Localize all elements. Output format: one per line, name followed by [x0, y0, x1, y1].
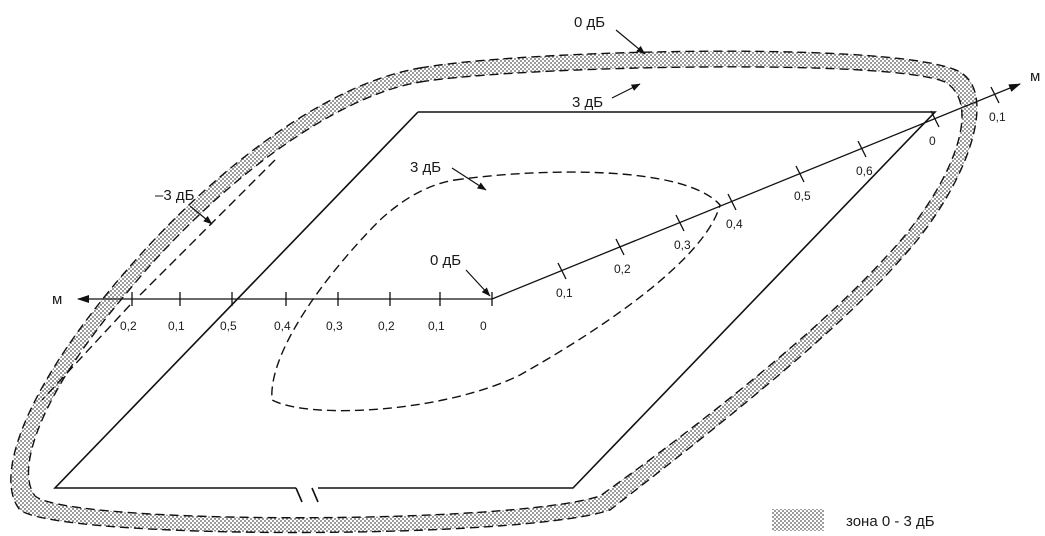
leader-inner-3db	[451, 167, 487, 191]
right-axis	[491, 83, 1021, 300]
right-axis-tick	[675, 214, 685, 232]
outer-contour-3db	[27, 66, 963, 519]
contour-minus3db-upper	[139, 159, 276, 296]
leader-outer-0db	[615, 29, 646, 55]
right-axis-tick	[615, 238, 625, 256]
label-inner-0db: 0 дБ	[430, 252, 461, 269]
right-axis-tick-label: 0,4	[726, 217, 743, 231]
left-axis-tick-label: 0,3	[326, 319, 343, 333]
left-axis-unit: м	[52, 291, 62, 308]
label-inner-3db: 3 дБ	[410, 159, 441, 176]
right-axis-tick-label: 0,1	[989, 110, 1006, 124]
right-axis-tick	[795, 165, 805, 183]
label-minus3db: –3 дБ	[155, 187, 195, 204]
legend-swatch	[772, 509, 824, 531]
right-axis-tick-label: 0,6	[856, 164, 873, 178]
left-axis-tick-label: 0,4	[274, 319, 291, 333]
right-axis-tick	[857, 140, 867, 158]
outer-zone-band	[10, 51, 977, 533]
left-axis-tick-label: 0,2	[378, 319, 395, 333]
room-break-mark-2	[311, 487, 319, 503]
left-axis-tick-label: 0,2	[120, 319, 137, 333]
left-axis-tick-label: 0	[480, 319, 487, 333]
right-axis-tick	[727, 193, 737, 211]
left-axis-tick-label: 0,1	[168, 319, 185, 333]
leader-inner-0db	[465, 269, 491, 297]
right-axis-tick	[557, 262, 567, 280]
right-axis-tick-label: 0,2	[614, 262, 631, 276]
right-axis-tick	[990, 86, 1000, 104]
label-outer-3db: 3 дБ	[572, 94, 603, 111]
left-axis-tick-label: 0,1	[428, 319, 445, 333]
contour-minus3db-lower	[41, 304, 131, 401]
outer-contour-0db	[10, 50, 978, 534]
right-axis-ticks: 0,1 0,2 0,3 0,4 0,5 0,6 0 0,1	[556, 86, 1006, 300]
right-axis-tick-label: 0,3	[674, 238, 691, 252]
label-outer-0db: 0 дБ	[574, 14, 605, 31]
right-axis-tick	[930, 110, 940, 128]
left-axis-tick-label: 0,5	[220, 319, 237, 333]
right-axis-tick-label: 0	[929, 134, 936, 148]
right-axis-tick-label: 0,1	[556, 286, 573, 300]
leader-minus3db	[189, 205, 213, 225]
right-axis-unit: м	[1030, 68, 1040, 85]
right-axis-tick-label: 0,5	[794, 189, 811, 203]
inner-zone	[271, 171, 721, 412]
leader-outer-3db	[611, 83, 641, 99]
room-break-mark-1	[295, 487, 303, 503]
legend-label: зона 0 - 3 дБ	[846, 513, 935, 530]
left-axis-ticks: 0,2 0,1 0,5 0,4 0,3 0,2 0,1 0	[120, 292, 493, 333]
room-outline	[53, 111, 937, 489]
